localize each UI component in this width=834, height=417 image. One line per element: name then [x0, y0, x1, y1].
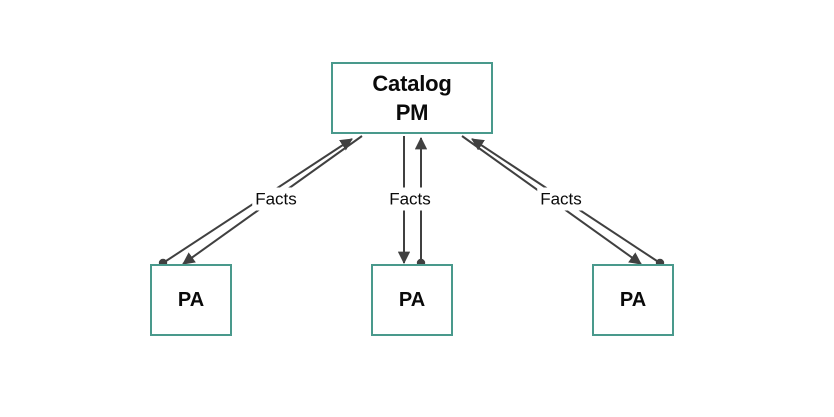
node-pa-middle-label: PA	[398, 288, 426, 311]
node-catalog-pm-label-line2: PM	[395, 100, 429, 125]
edge-label-facts-left: Facts	[252, 187, 300, 211]
edge-label-facts-middle: Facts	[386, 187, 434, 211]
edge-label-facts-right: Facts	[537, 187, 585, 211]
node-pa-middle[interactable]: PA	[371, 264, 453, 336]
node-catalog-pm-label-line1: Catalog	[372, 70, 452, 96]
node-catalog-pm[interactable]: Catalog PM	[331, 62, 493, 134]
node-pa-left-label: PA	[177, 288, 205, 311]
node-pa-right[interactable]: PA	[592, 264, 674, 336]
node-pa-left[interactable]: PA	[150, 264, 232, 336]
node-pa-right-label: PA	[619, 288, 647, 311]
